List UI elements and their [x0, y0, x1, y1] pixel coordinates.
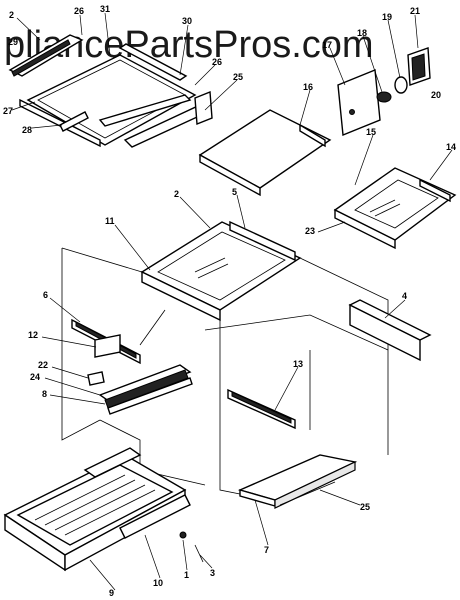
callout-5: 5 [232, 187, 237, 197]
leader-lines [11, 12, 453, 591]
shelf-5-glare [194, 257, 226, 273]
shelf-5-glass [157, 231, 286, 301]
track-25 [274, 461, 356, 509]
callout-25: 25 [360, 502, 370, 512]
bushing-18 [376, 91, 392, 103]
clip-22 [87, 371, 105, 386]
callout-18: 18 [357, 28, 367, 38]
callout-17: 17 [322, 40, 332, 50]
crisper-drawer [3, 447, 204, 572]
slide-base [107, 377, 193, 415]
hinge-inner [411, 53, 426, 81]
shelf-16-rail [299, 123, 326, 148]
drawer-rib-2 [44, 479, 136, 526]
callout-13: 13 [293, 359, 303, 369]
callout-10: 10 [153, 578, 163, 588]
callout-24: 24 [30, 372, 40, 382]
panel-27 [19, 98, 101, 148]
callout-16: 16 [303, 82, 313, 92]
drawer-rib-1 [34, 474, 126, 521]
callout-9: 9 [109, 588, 114, 598]
shelf-16 [198, 109, 332, 197]
shelf-14-front [334, 208, 396, 250]
drawer-tray [16, 464, 174, 546]
callout-8: 8 [42, 389, 47, 399]
bar-13-slot [231, 391, 292, 424]
drawer-lid [83, 447, 142, 478]
bracket-12 [94, 334, 121, 358]
track-rib [279, 481, 336, 506]
side-rail-30 [118, 43, 188, 81]
drawer-rib-3 [54, 484, 146, 531]
callout-11: 11 [105, 216, 115, 226]
glass-glare-2 [374, 203, 401, 217]
shelf-5-top [140, 221, 302, 311]
callout-1: 1 [184, 570, 189, 580]
callout-21: 21 [410, 6, 420, 16]
callout-15: 15 [366, 127, 376, 137]
callout-4: 4 [402, 291, 407, 301]
bracket-17 [337, 69, 381, 136]
callout-30: 30 [182, 16, 192, 26]
screw-hole [349, 109, 355, 115]
outline-right [299, 257, 389, 455]
washer-19 [394, 76, 408, 94]
callout-26: 26 [212, 57, 222, 67]
callout-14: 14 [446, 142, 456, 152]
track-4 [348, 299, 432, 362]
callout-labels: 2 26 31 30 29 26 25 27 28 17 18 19 21 20… [3, 4, 456, 598]
rail-26b [98, 94, 192, 127]
callout-23: 23 [305, 226, 315, 236]
bar-13 [227, 388, 296, 430]
drawer-rib-4 [64, 489, 156, 536]
outline-center [219, 320, 246, 496]
track-7 [237, 454, 358, 509]
shelf-5 [140, 220, 302, 322]
end-cap [194, 90, 213, 126]
callout-27: 27 [3, 106, 13, 116]
glass-glare [369, 199, 396, 213]
callout-31: 31 [100, 4, 110, 14]
outline-top-left [61, 247, 143, 273]
hardware-cluster [337, 47, 431, 136]
shelf-5-rail [229, 220, 296, 262]
trim-strip [11, 39, 71, 77]
callout-25: 25 [233, 72, 243, 82]
shelf-14-top [333, 167, 457, 241]
callout-19: 19 [382, 12, 392, 22]
cover-10 [119, 494, 191, 539]
callout-26: 26 [74, 6, 84, 16]
shelf-14-rail [419, 178, 451, 203]
top-shelf-assembly [8, 34, 213, 148]
fastener-3 [194, 544, 204, 563]
callout-3: 3 [210, 568, 215, 578]
callout-12: 12 [28, 330, 38, 340]
outline-rear [204, 314, 389, 351]
callout-7: 7 [264, 545, 269, 555]
track-4-lip [348, 299, 432, 341]
rail-6-pin [139, 309, 166, 346]
outline-left [61, 248, 101, 441]
bracket-28 [59, 111, 89, 132]
shelf-16-front [199, 153, 261, 197]
callout-22: 22 [38, 360, 48, 370]
callout-29: 29 [8, 37, 18, 47]
shelf-14-glass [354, 179, 439, 229]
fastener-1 [179, 531, 187, 539]
shelf-14 [333, 167, 457, 250]
callout-6: 6 [43, 290, 48, 300]
slide-assembly [87, 334, 193, 415]
callout-20: 20 [431, 90, 441, 100]
shelf-16-top [198, 109, 332, 189]
callout-2: 2 [174, 189, 179, 199]
callout-28: 28 [22, 125, 32, 135]
shelf-5-glare-2 [197, 263, 229, 279]
compartment-outline [61, 247, 389, 496]
callout-2: 2 [9, 10, 14, 20]
